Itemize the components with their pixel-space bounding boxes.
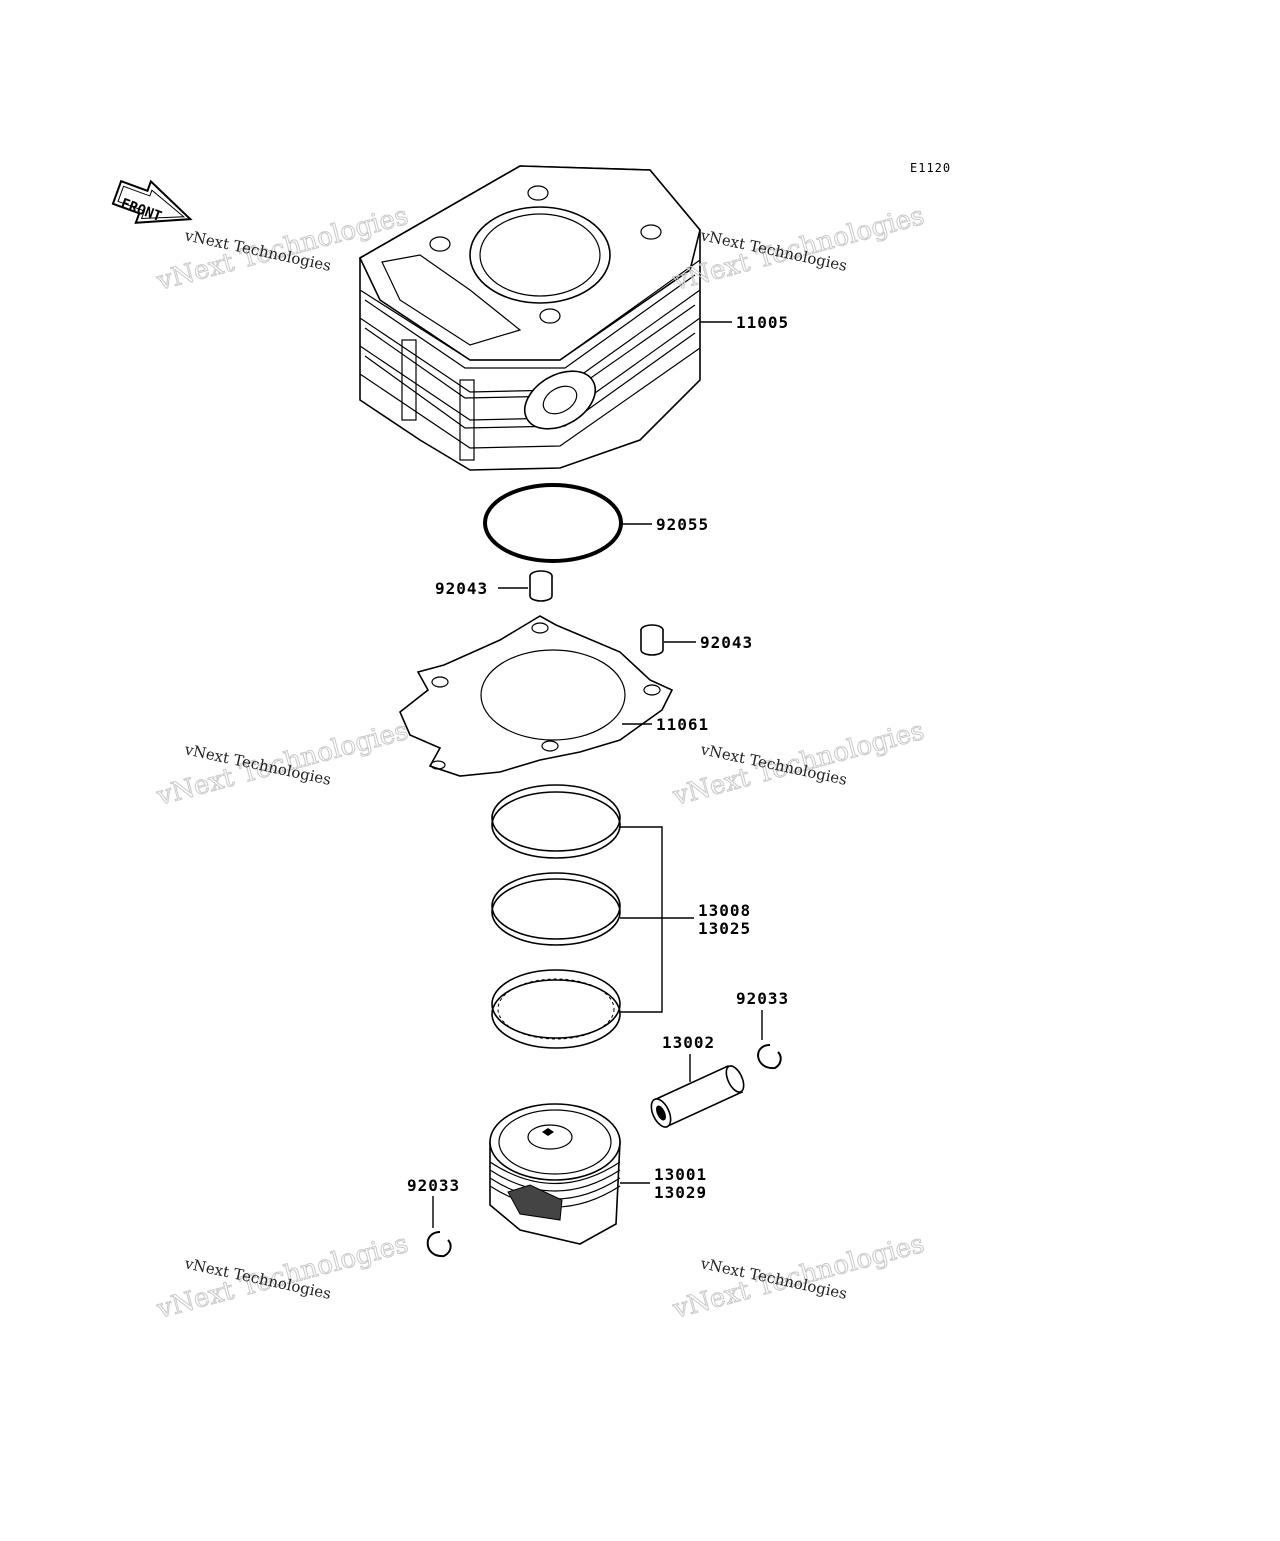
part-label-piston-pin: 13002 [662, 1033, 715, 1052]
piston-pin-clip-right [757, 1044, 782, 1070]
part-label-piston-rings-a: 13008 [698, 901, 751, 920]
front-label: FRONT [119, 196, 164, 225]
part-label-dowel-pin-left: 92043 [435, 579, 488, 598]
part-label-cylinder-gasket: 11061 [656, 715, 709, 734]
piston-pin [650, 1064, 745, 1128]
piston-ring-second [491, 872, 621, 946]
part-label-piston-a: 13001 [654, 1165, 707, 1184]
cylinder [358, 165, 701, 471]
piston-ring-oil [491, 969, 621, 1049]
o-ring [483, 483, 623, 563]
dowel-pin-left [529, 570, 553, 602]
dowel-pin-right [640, 624, 664, 656]
part-label-piston-b: 13029 [654, 1183, 707, 1202]
front-arrow-icon [111, 179, 193, 224]
part-label-dowel-pin-right: 92043 [700, 633, 753, 652]
part-label-piston-pin-clip-left: 92033 [407, 1176, 460, 1195]
piston [489, 1103, 621, 1245]
part-label-piston-rings-b: 13025 [698, 919, 751, 938]
diagram-code: E1120 [910, 161, 951, 175]
part-label-o-ring: 92055 [656, 515, 709, 534]
part-label-piston-pin-clip-right: 92033 [736, 989, 789, 1008]
piston-pin-clip-left [426, 1231, 452, 1258]
piston-ring-top [491, 784, 621, 859]
cylinder-gasket [399, 615, 674, 777]
part-label-cylinder: 11005 [736, 313, 789, 332]
